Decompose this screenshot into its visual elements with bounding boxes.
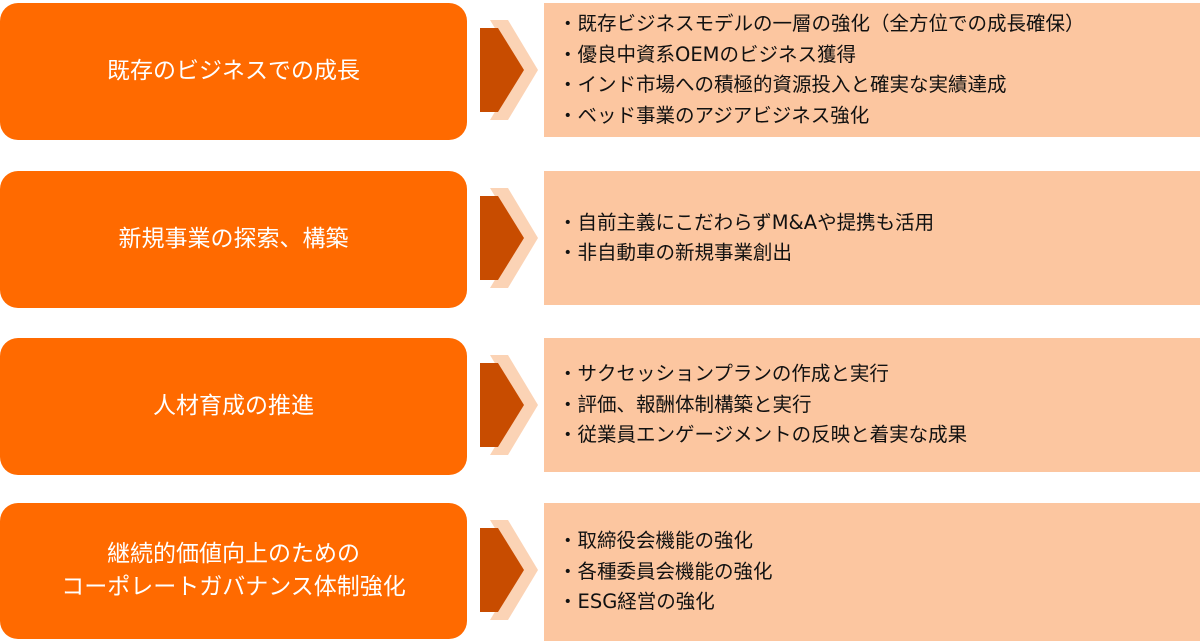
bullet-item: ・既存ビジネスモデルの一層の強化（全方位での成長確保） [558,12,1085,35]
strategy-title-line-1: 継続的価値向上のための [106,541,360,567]
strategy-box-new-business: 新規事業の探索、構築 [0,171,467,308]
bullet-item: ・インド市場への積極的資源投入と確実な実績達成 [558,73,1007,96]
bullet-item: ・評価、報酬体制構築と実行 [558,392,812,416]
detail-box-governance: ・取締役会機能の強化 ・各種委員会機能の強化 ・ESG経営の強化 [544,503,1200,641]
detail-box-talent-development: ・サクセッションプランの作成と実行 ・評価、報酬体制構築と実行 ・従業員エンゲー… [544,338,1200,472]
strategy-title: 既存のビジネスでの成長 [107,58,360,84]
bullet-item: ・従業員エンゲージメントの反映と着実な成果 [558,423,968,447]
chevron-arrow-icon [480,355,538,455]
bullet-item: ・各種委員会機能の強化 [558,559,773,583]
row-3: 人材育成の推進 ・サクセッションプランの作成と実行 ・評価、報酬体制構築と実行 … [0,335,1200,477]
row-4: 継続的価値向上のための コーポレートガバナンス体制強化 ・取締役会機能の強化 ・… [0,500,1200,641]
row-1: 既存のビジネスでの成長 ・既存ビジネスモデルの一層の強化（全方位での成長確保） … [0,0,1200,142]
chevron-arrow-icon [480,520,538,620]
detail-box-new-business: ・自前主義にこだわらずM&Aや提携も活用 ・非自動車の新規事業創出 [544,171,1200,305]
bullet-item: ・取締役会機能の強化 [558,529,754,553]
bullet-item: ・優良中資系OEMのビジネス獲得 [558,42,856,66]
row-2: 新規事業の探索、構築 ・自前主義にこだわらずM&Aや提携も活用 ・非自動車の新規… [0,168,1200,310]
strategy-title: 人材育成の推進 [153,393,314,419]
bullet-item: ・ESG経営の強化 [558,590,715,614]
strategy-title-line-2: コーポレートガバナンス体制強化 [61,574,406,600]
strategy-box-governance: 継続的価値向上のための コーポレートガバナンス体制強化 [0,503,467,639]
chevron-arrow-icon [480,20,538,120]
bullet-item: ・サクセッションプランの作成と実行 [558,362,889,386]
detail-box-existing-business: ・既存ビジネスモデルの一層の強化（全方位での成長確保） ・優良中資系OEMのビジ… [544,3,1200,137]
strategy-box-talent-development: 人材育成の推進 [0,338,467,475]
strategy-title: 新規事業の探索、構築 [118,226,349,252]
chevron-arrow-icon [480,188,538,288]
bullet-item: ・自前主義にこだわらずM&Aや提携も活用 [558,210,935,234]
bullet-item: ・非自動車の新規事業創出 [558,241,793,264]
bullet-item: ・ベッド事業のアジアビジネス強化 [558,103,870,127]
strategy-box-existing-business: 既存のビジネスでの成長 [0,3,467,140]
